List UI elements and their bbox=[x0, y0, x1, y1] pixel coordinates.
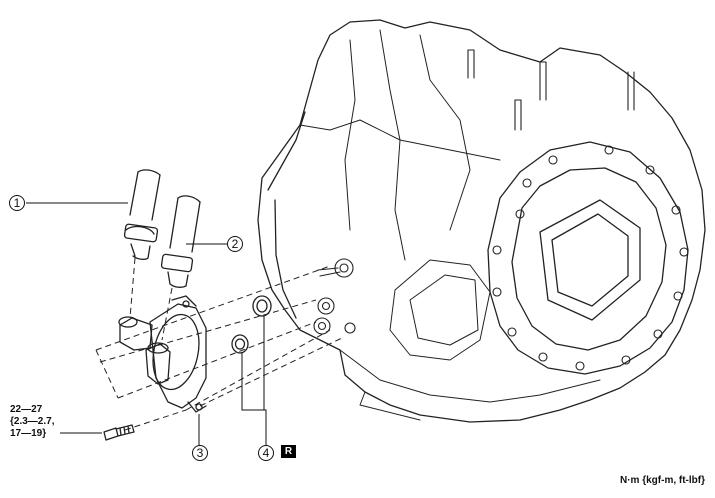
converter-housing-flange bbox=[487, 141, 689, 375]
torque-line-2: {2.3—2.7, bbox=[10, 416, 55, 427]
torque-line-1: 22—27 bbox=[10, 404, 43, 415]
svg-text:2: 2 bbox=[232, 237, 239, 251]
svg-text:4: 4 bbox=[263, 446, 270, 460]
svg-text:1: 1 bbox=[14, 196, 21, 210]
upper-hose bbox=[123, 169, 161, 260]
transaxle-housing bbox=[257, 19, 706, 423]
mounting-bolt bbox=[103, 424, 135, 441]
flange-bolts bbox=[492, 145, 689, 371]
alignment-lines bbox=[95, 257, 343, 431]
oil-cooler bbox=[118, 295, 207, 413]
replace-badge: R bbox=[281, 445, 296, 458]
callout-1: 1 bbox=[9, 195, 25, 211]
callout-2: 2 bbox=[227, 236, 243, 252]
housing-ports bbox=[313, 258, 356, 335]
leader-lines bbox=[26, 202, 267, 446]
torque-units-label: N·m {kgf-m, ft-lbf} bbox=[620, 475, 705, 486]
svg-text:3: 3 bbox=[197, 446, 204, 460]
callout-4: 4 bbox=[258, 445, 274, 461]
torque-line-3: 17—19} bbox=[10, 428, 47, 439]
lower-hose bbox=[160, 195, 201, 288]
callout-3: 3 bbox=[192, 445, 208, 461]
o-rings bbox=[231, 295, 272, 354]
top-studs bbox=[467, 49, 635, 131]
torque-spec: 22—27 {2.3—2.7, 17—19} bbox=[10, 404, 54, 440]
